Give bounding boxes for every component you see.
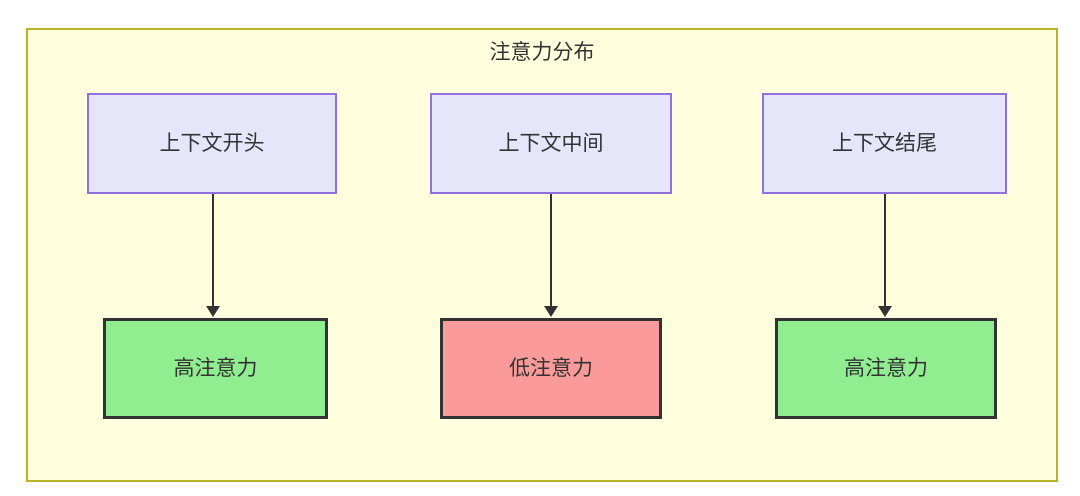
node-label: 上下文开头 (159, 131, 265, 155)
node-attention-middle[interactable]: 低注意力 (440, 318, 662, 419)
node-label: 上下文结尾 (832, 131, 937, 155)
node-label: 高注意力 (844, 356, 928, 380)
node-attention-start[interactable]: 高注意力 (103, 318, 328, 419)
node-context-start[interactable]: 上下文开头 (87, 93, 337, 194)
node-label: 上下文中间 (498, 131, 604, 155)
diagram-title: 注意力分布 (489, 41, 595, 64)
node-context-end[interactable]: 上下文结尾 (762, 93, 1007, 194)
node-label: 低注意力 (509, 356, 593, 380)
node-context-middle[interactable]: 上下文中间 (430, 93, 672, 194)
node-label: 高注意力 (173, 356, 258, 380)
node-attention-end[interactable]: 高注意力 (775, 318, 997, 419)
